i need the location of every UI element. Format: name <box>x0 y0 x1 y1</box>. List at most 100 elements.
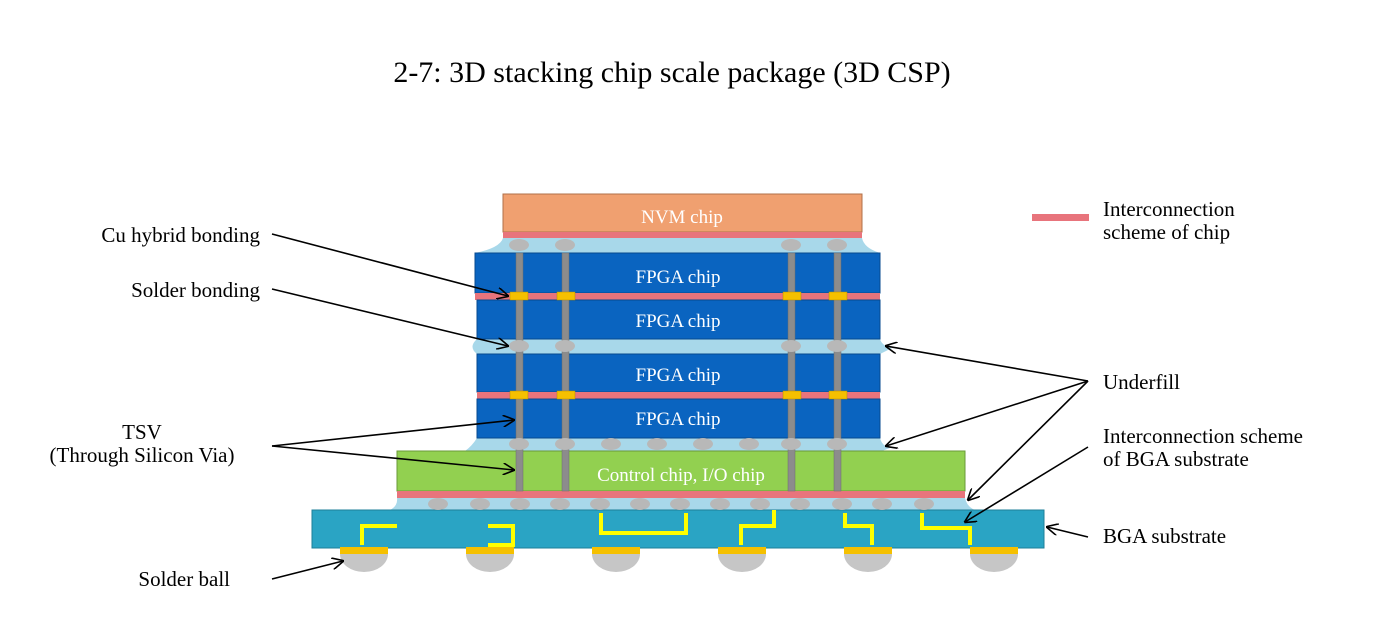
underfill-nvm-fpga <box>475 238 880 253</box>
label-cu-hybrid-bonding: Cu hybrid bonding <box>101 223 260 247</box>
solder-bump <box>827 438 847 450</box>
label-solder-bonding: Solder bonding <box>131 278 260 302</box>
bga-trace <box>360 524 397 545</box>
solder-bump <box>750 498 770 510</box>
nvm-chip-interconnect-layer <box>503 232 862 238</box>
fpga-chip-2 <box>476 299 881 340</box>
bga-trace <box>843 513 874 545</box>
solder-ball <box>340 547 388 572</box>
solder-ball <box>592 547 640 572</box>
solder-ball <box>970 547 1018 572</box>
bonding-pad <box>509 390 529 400</box>
arrow-tsv-upper <box>271 420 514 447</box>
bonding-pad <box>782 390 802 400</box>
solder-bump <box>550 498 570 510</box>
solder-bump <box>630 498 650 510</box>
bonding-pad <box>509 291 529 301</box>
solder-bump <box>509 239 529 251</box>
fpga-chip-4 <box>476 398 881 439</box>
tsv <box>561 252 570 492</box>
solder-ball <box>466 547 514 572</box>
cu-hybrid-bonding-pads <box>509 291 848 400</box>
label-interconnection-bga-line1: Interconnection scheme <box>1103 424 1303 448</box>
tsv <box>787 252 796 492</box>
solder-bump <box>781 239 801 251</box>
bga-trace <box>739 510 776 545</box>
arrow-underfill-3 <box>968 380 1089 500</box>
tsv-columns <box>515 252 842 492</box>
label-underfill: Underfill <box>1103 370 1180 394</box>
legend-interconnect-line2: scheme of chip <box>1103 220 1230 244</box>
fpga-chip-2-label: FPGA chip <box>636 311 721 332</box>
bga-trace <box>920 513 972 545</box>
diagram-title: 2-7: 3D stacking chip scale package (3D … <box>393 56 950 89</box>
solder-bump <box>670 498 690 510</box>
arrow-tsv-lower <box>271 445 514 470</box>
arrow-cu-hybrid-bonding <box>271 233 508 296</box>
label-bga-substrate: BGA substrate <box>1103 524 1226 548</box>
control-chip-interconnect-layer <box>397 491 965 498</box>
arrow-solder-ball <box>271 561 343 580</box>
solder-bump <box>781 438 801 450</box>
solder-bump <box>510 498 530 510</box>
bga-substrate-traces <box>360 510 972 547</box>
solder-bump <box>827 239 847 251</box>
label-solder-ball: Solder ball <box>138 567 230 591</box>
solder-bump <box>914 498 934 510</box>
solder-bump <box>781 340 801 352</box>
solder-ball <box>844 547 892 572</box>
solder-bump <box>832 498 852 510</box>
solder-bump <box>693 438 713 450</box>
fpga-chip-3-interconnect-layer <box>477 392 880 399</box>
fpga-chip-1-interconnect-layer <box>475 293 880 300</box>
nvm-chip <box>502 193 863 233</box>
bonding-pad <box>556 291 576 301</box>
solder-bump <box>470 498 490 510</box>
bonding-pad <box>782 291 802 301</box>
solder-balls <box>340 547 1018 572</box>
bonding-pad <box>828 291 848 301</box>
solder-bump <box>555 340 575 352</box>
solder-bump <box>590 498 610 510</box>
bonding-pad <box>556 390 576 400</box>
bga-trace <box>599 513 688 535</box>
arrow-underfill-1 <box>886 346 1089 382</box>
fpga-chip-3 <box>476 353 881 393</box>
solder-bump <box>555 438 575 450</box>
solder-bump <box>790 498 810 510</box>
solder-bump <box>555 239 575 251</box>
fpga-chip-1-label: FPGA chip <box>636 267 721 288</box>
control-chip-label: Control chip, I/O chip <box>597 465 765 486</box>
legend-interconnect-swatch <box>1032 214 1089 221</box>
arrow-underfill-2 <box>886 380 1089 446</box>
solder-bump <box>710 498 730 510</box>
label-tsv: TSV <box>122 420 162 444</box>
solder-bump <box>827 340 847 352</box>
nvm-chip-label: NVM chip <box>641 207 723 228</box>
tsv <box>833 252 842 492</box>
fpga-chip-3-label: FPGA chip <box>636 365 721 386</box>
solder-bump <box>647 438 667 450</box>
solder-bump <box>872 498 892 510</box>
solder-bumps <box>428 239 934 510</box>
fpga-chip-1 <box>474 252 881 294</box>
solder-bump <box>739 438 759 450</box>
fpga-chip-4-label: FPGA chip <box>636 409 721 430</box>
bga-trace <box>488 524 515 547</box>
bonding-pad <box>828 390 848 400</box>
arrow-solder-bonding <box>271 288 508 346</box>
label-tsv-full: (Through Silicon Via) <box>50 443 235 467</box>
arrow-bga-substrate <box>1047 527 1089 538</box>
solder-bump <box>509 340 529 352</box>
solder-ball <box>718 547 766 572</box>
leader-arrows <box>271 233 1089 580</box>
solder-bump <box>428 498 448 510</box>
control-chip <box>396 450 966 492</box>
tsv <box>515 252 524 492</box>
solder-bump <box>509 438 529 450</box>
label-interconnection-bga-line2: of BGA substrate <box>1103 447 1249 471</box>
arrow-interconnection-bga <box>965 446 1089 522</box>
legend-interconnect-line1: Interconnection <box>1103 197 1235 221</box>
solder-bump <box>601 438 621 450</box>
